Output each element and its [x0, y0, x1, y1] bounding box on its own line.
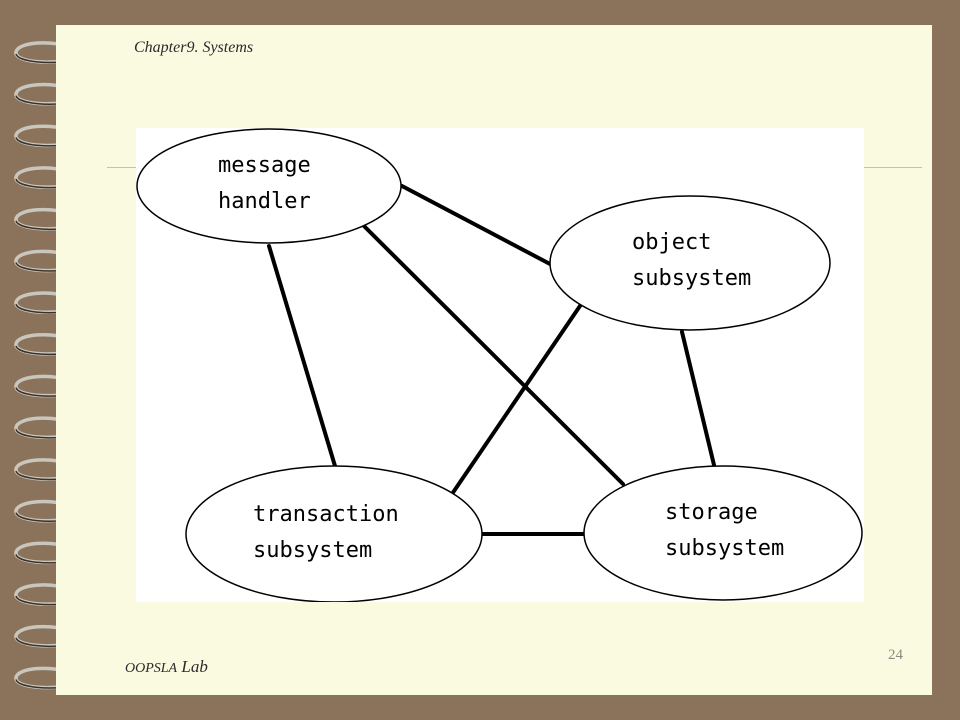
edge-message-handler-storage-subsystem	[361, 223, 625, 486]
label-line: subsystem	[632, 266, 752, 291]
edge-message-handler-object-subsystem	[400, 184, 552, 266]
subsystem-diagram: message handler object subsystem transac…	[136, 128, 864, 602]
label-line: subsystem	[665, 536, 785, 561]
diagram-canvas	[136, 128, 863, 602]
label-message-handler: message handler	[218, 148, 311, 220]
label-line: handler	[218, 189, 311, 214]
label-line: storage	[665, 500, 758, 525]
page-number: 24	[888, 647, 903, 663]
header-rule-left	[107, 167, 137, 168]
label-line: transaction	[253, 502, 399, 527]
footer-lab-prefix: OOPSLA	[125, 661, 178, 676]
edge-object-subsystem-storage-subsystem	[680, 330, 716, 467]
label-transaction-subsystem: transaction subsystem	[253, 497, 399, 569]
node-object-subsystem	[549, 195, 831, 331]
label-storage-subsystem: storage subsystem	[665, 495, 784, 567]
footer-lab-name: OOPSLA Lab	[125, 657, 208, 677]
edge-object-subsystem-transaction-subsystem	[450, 301, 584, 496]
label-object-subsystem: object subsystem	[632, 225, 751, 297]
node-transaction-subsystem	[185, 465, 483, 602]
label-line: message	[218, 153, 311, 178]
chapter-title: Chapter9. Systems	[134, 39, 254, 56]
node-storage-subsystem	[583, 465, 863, 601]
edge-message-handler-transaction-subsystem	[267, 244, 337, 468]
footer-lab-suffix: Lab	[177, 657, 208, 676]
label-line: object	[632, 230, 712, 255]
node-message-handler	[136, 128, 402, 244]
header-rule-right	[864, 167, 922, 168]
label-line: subsystem	[253, 538, 373, 563]
